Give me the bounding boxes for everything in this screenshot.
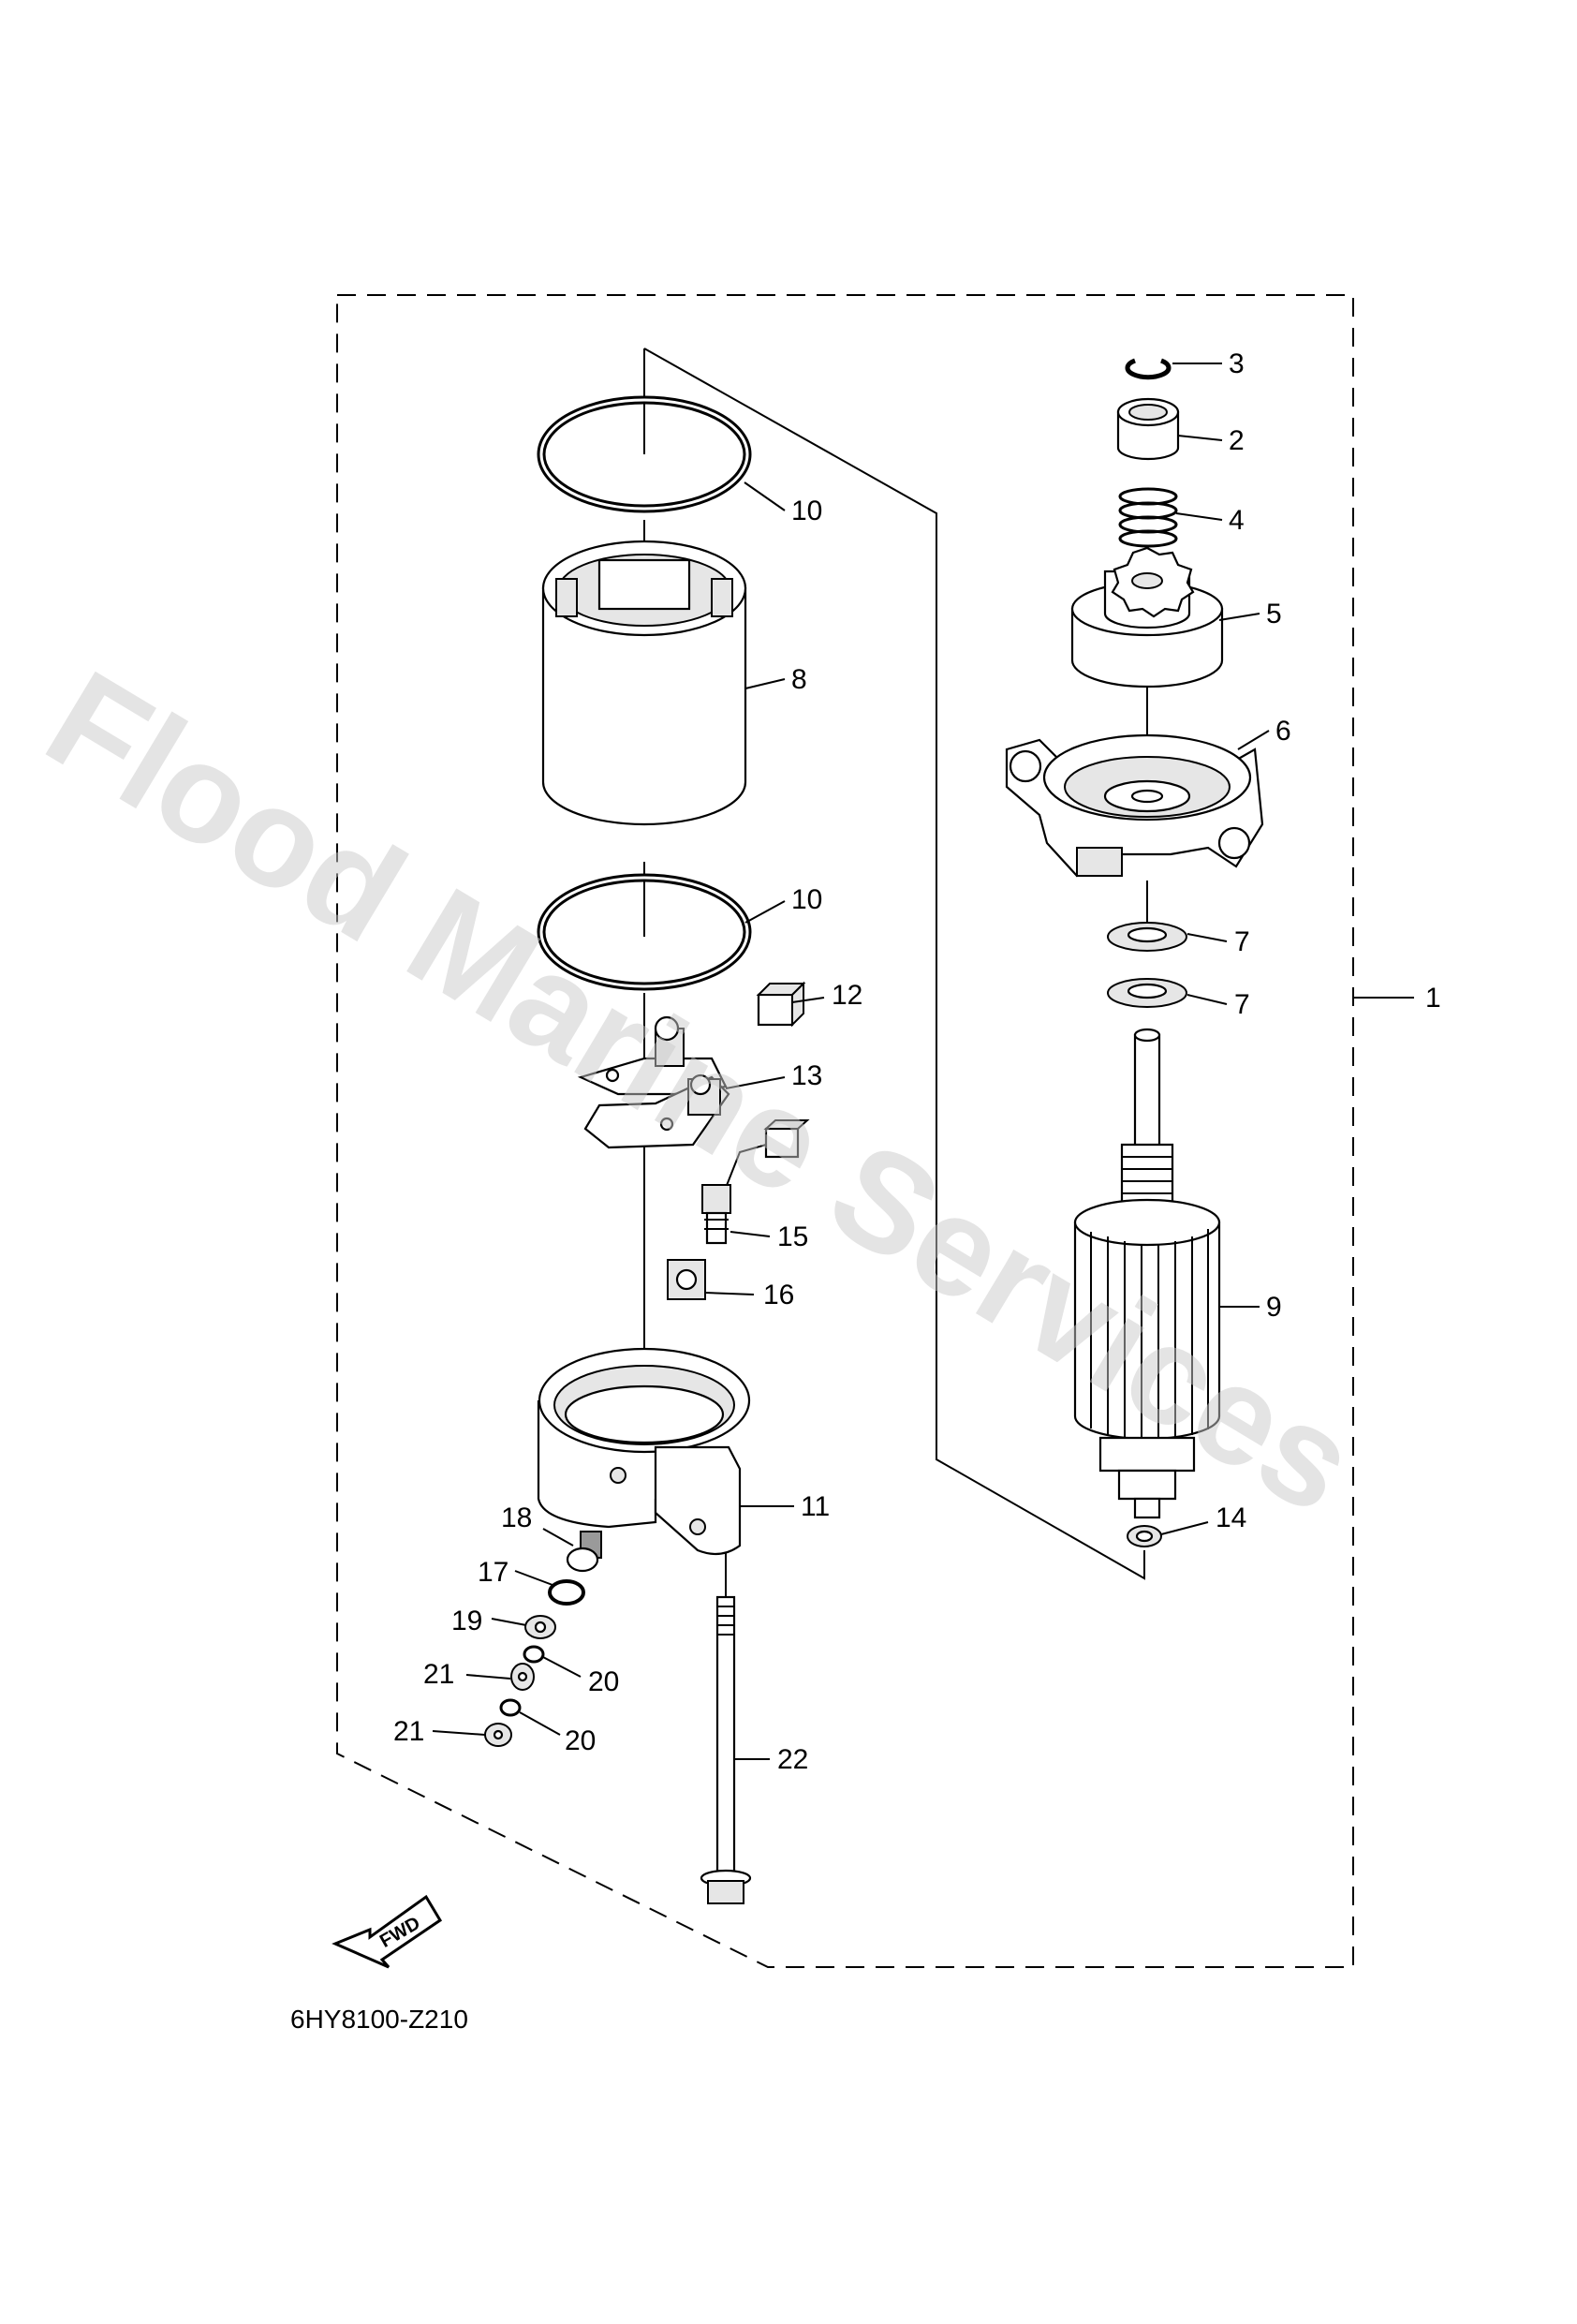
brush xyxy=(756,981,806,1028)
small-o-ring xyxy=(548,1579,585,1606)
circlip xyxy=(1125,358,1172,380)
callout-20b: 20 xyxy=(565,1725,596,1756)
thrust-washer-a xyxy=(1107,922,1187,952)
armature-washer xyxy=(1127,1525,1162,1547)
leader-line xyxy=(704,1292,755,1295)
callout-3: 3 xyxy=(1229,348,1245,379)
o-ring-lower xyxy=(537,873,752,991)
callout-7a: 7 xyxy=(1234,926,1250,957)
callout-16: 16 xyxy=(763,1280,794,1310)
callout-13: 13 xyxy=(791,1060,822,1091)
leader-line xyxy=(1186,994,1228,1005)
leader-line xyxy=(744,900,786,924)
armature xyxy=(1073,1028,1221,1519)
fwd-arrow-icon: FWD xyxy=(332,1894,443,1969)
callout-9: 9 xyxy=(1266,1292,1282,1323)
callout-6: 6 xyxy=(1275,716,1291,747)
callout-20a: 20 xyxy=(588,1666,619,1697)
rear-cover xyxy=(537,1347,751,1556)
pinion-spring xyxy=(1118,487,1178,548)
callout-5: 5 xyxy=(1266,599,1282,629)
callout-12: 12 xyxy=(832,980,862,1011)
terminal-nut xyxy=(524,1615,556,1639)
yoke xyxy=(541,540,747,826)
hex-nut-b xyxy=(484,1723,512,1747)
square-nut xyxy=(667,1259,706,1300)
brush-holder xyxy=(577,1015,730,1149)
through-bolt xyxy=(700,1595,752,1904)
callout-14: 14 xyxy=(1216,1502,1246,1533)
leader-line xyxy=(1186,933,1228,942)
leader-line xyxy=(465,1674,511,1680)
brush-lead xyxy=(701,1119,810,1245)
callout-10b: 10 xyxy=(791,884,822,915)
callout-8: 8 xyxy=(791,664,807,695)
leader-line xyxy=(540,1655,582,1678)
callout-22: 22 xyxy=(777,1744,808,1775)
callout-7b: 7 xyxy=(1234,989,1250,1020)
front-bracket xyxy=(1005,733,1264,878)
callout-15: 15 xyxy=(777,1221,808,1252)
spring-washer-b xyxy=(499,1698,522,1717)
callout-18: 18 xyxy=(501,1502,532,1533)
callout-4: 4 xyxy=(1229,505,1245,536)
leader-line xyxy=(432,1730,486,1736)
leader-line xyxy=(1175,512,1223,521)
leader-line xyxy=(1160,1521,1209,1535)
callout-2: 2 xyxy=(1229,425,1245,456)
callout-21a: 21 xyxy=(423,1659,454,1690)
pinion-stopper xyxy=(1116,397,1180,461)
terminal-bolt xyxy=(566,1531,602,1573)
leader-line xyxy=(744,678,786,689)
callout-1: 1 xyxy=(1425,983,1441,1014)
assembly-reference-line xyxy=(643,348,1145,1580)
leader-line xyxy=(725,1076,786,1089)
leader-line xyxy=(542,1528,574,1547)
thrust-washer-b xyxy=(1107,978,1187,1008)
spring-washer-a xyxy=(523,1645,545,1664)
hex-nut-a xyxy=(510,1663,535,1691)
clutch-pinion xyxy=(1070,546,1224,688)
leader-line xyxy=(1237,730,1270,750)
assembly-boundary xyxy=(336,294,1354,1968)
leader-line xyxy=(491,1618,527,1626)
callout-10a: 10 xyxy=(791,496,822,526)
leader-line xyxy=(519,1711,561,1736)
leader-line xyxy=(1177,435,1223,441)
leader-line xyxy=(730,1231,771,1237)
callout-11: 11 xyxy=(801,1491,830,1522)
callout-21b: 21 xyxy=(393,1716,424,1747)
callout-17: 17 xyxy=(478,1557,508,1588)
leader-line xyxy=(1218,613,1260,621)
leader-line xyxy=(514,1570,553,1586)
diagram-code: 6HY8100-Z210 xyxy=(290,2005,468,2034)
leader-line xyxy=(791,997,825,1003)
o-ring-upper xyxy=(537,395,752,513)
leader-line xyxy=(744,481,786,511)
callout-19: 19 xyxy=(451,1606,482,1636)
